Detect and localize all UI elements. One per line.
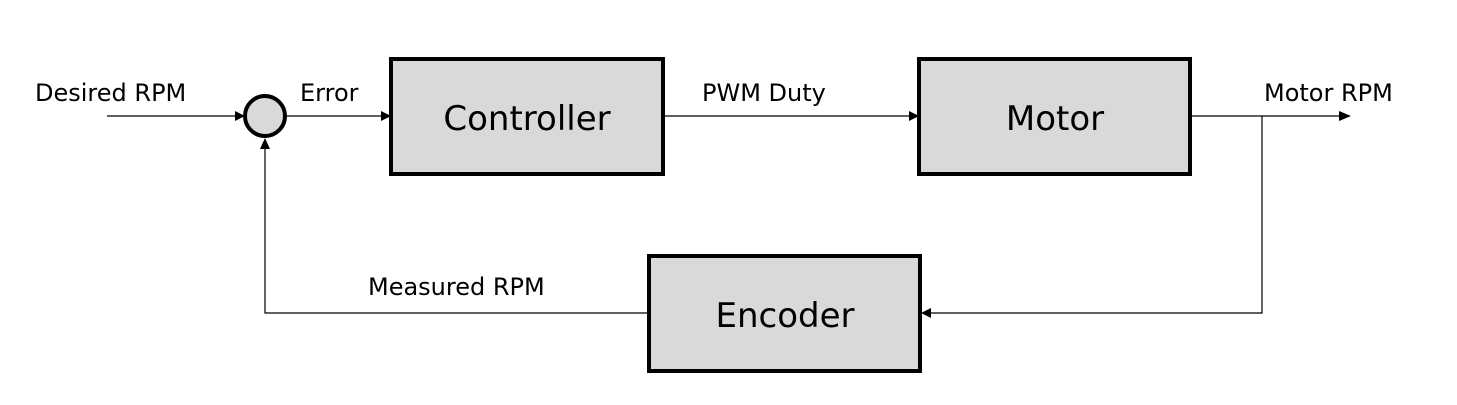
motor-box: [917, 57, 1192, 176]
motor-rpm-label: Motor RPM: [1264, 79, 1393, 107]
motor-block: Motor: [917, 57, 1192, 176]
pwm-duty-label: PWM Duty: [702, 79, 826, 107]
encoder-box: [647, 254, 922, 373]
encoder-label: Encoder: [715, 296, 854, 336]
measured-rpm-label: Measured RPM: [368, 273, 545, 301]
measured-rpm-wire: [264, 146, 647, 314]
measured-rpm-arrowhead: [260, 138, 270, 149]
feedback-branch-wire: [928, 116, 1263, 314]
motor-rpm-arrowhead: [1339, 111, 1351, 121]
desired-rpm-label: Desired RPM: [35, 79, 186, 107]
pwm-duty-arrowhead: [909, 111, 919, 121]
controller-block: Controller: [389, 57, 665, 176]
encoder-block: Encoder: [647, 254, 922, 373]
error-label: Error: [300, 79, 359, 107]
motor-label: Motor: [1006, 99, 1104, 139]
summing-junction: [243, 94, 287, 138]
controller-label: Controller: [443, 99, 610, 139]
desired-rpm-arrowhead: [235, 111, 245, 121]
encoder-input-arrowhead: [921, 308, 931, 318]
controller-box: [389, 57, 665, 176]
error-arrowhead: [381, 111, 391, 121]
